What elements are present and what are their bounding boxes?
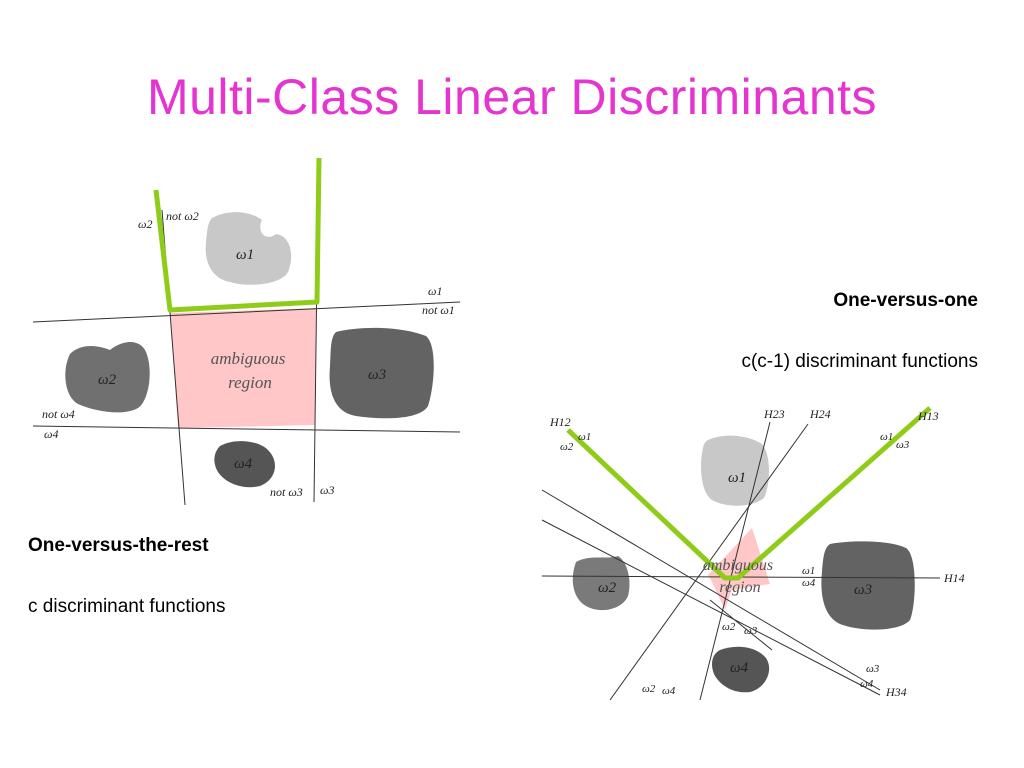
- ovr-ambiguous-line1: ambiguous: [211, 349, 286, 368]
- ovo-highlight-boundary: [566, 406, 932, 581]
- ovo-heading: One-versus-one: [833, 290, 978, 311]
- ovo-class-w1-blob: [701, 435, 769, 506]
- ovr-ambiguous-line2: region: [228, 373, 272, 392]
- ovo-label-h13-a: ω1: [880, 431, 893, 443]
- ovo-label-h24-a: ω2: [642, 683, 656, 695]
- ovo-class-w3-blob: [821, 541, 915, 630]
- ovo-line-H34: [541, 519, 881, 696]
- ovo-label-h13-b: ω3: [896, 439, 910, 451]
- ovo-description: c(c-1) discriminant functions: [741, 351, 978, 372]
- ovr-label-line-w3: ω3: [320, 483, 334, 497]
- ovo-line-H23: [699, 421, 771, 700]
- ovr-line-w1: [32, 301, 461, 323]
- ovo-label-h23-a: ω2: [722, 621, 736, 633]
- ovr-label-not-w1: not ω1: [422, 303, 455, 317]
- ovo-label-h12-a: ω1: [578, 431, 591, 443]
- ovo-label-H23: H23: [763, 407, 785, 421]
- ovo-class-w2-blob: [572, 556, 630, 611]
- ovr-label-not-w2: not ω2: [166, 209, 199, 223]
- slide-title: Multi-Class Linear Discriminants: [146, 69, 878, 125]
- ovo-label-h14-b: ω4: [802, 577, 816, 589]
- ovr-label-not-w3: not ω3: [270, 485, 303, 499]
- ovo-label-H13: H13: [917, 409, 939, 423]
- ovo-label-h34-a: ω3: [866, 663, 880, 675]
- ovo-label-H34: H34: [885, 685, 907, 699]
- ovo-label-w4: ω4: [730, 660, 749, 676]
- ovo-label-w2: ω2: [598, 580, 617, 596]
- ovr-description: c discriminant functions: [28, 596, 226, 617]
- ovr-line-w4: [32, 425, 461, 433]
- ovo-label-H14: H14: [943, 571, 965, 585]
- ovr-label-w3: ω3: [368, 367, 386, 383]
- ovo-label-H24: H24: [809, 407, 831, 421]
- ovr-class-w3-blob: [329, 327, 434, 419]
- ovr-ambiguous-region: [170, 308, 316, 428]
- ovo-label-w3: ω3: [854, 582, 872, 598]
- ovr-label-not-w4: not ω4: [42, 407, 75, 421]
- ovr-label-w4: ω4: [234, 456, 253, 472]
- ovr-class-w1-blob: [205, 212, 292, 285]
- ovr-label-w1: ω1: [236, 247, 254, 263]
- ovr-heading: One-versus-the-rest: [28, 535, 209, 556]
- ovo-label-h23-b: ω3: [744, 625, 758, 637]
- ovo-ambiguous-line2: region: [719, 579, 760, 596]
- ovr-label-line-w1: ω1: [428, 284, 442, 298]
- ovo-label-h14-a: ω1: [802, 565, 815, 577]
- ovo-label-h12-b: ω2: [560, 441, 574, 453]
- ovo-label-H12: H12: [549, 415, 571, 429]
- ovo-label-w1: ω1: [728, 470, 746, 486]
- ovo-line-H12: [541, 489, 881, 691]
- ovo-ambiguous-line1: ambiguous: [703, 557, 773, 574]
- ovr-label-w2: ω2: [98, 372, 117, 388]
- ovr-class-w4-blob: [214, 441, 275, 488]
- ovo-label-h24-b: ω4: [662, 685, 676, 697]
- ovr-highlight-boundary: [153, 157, 322, 313]
- ovo-diagram: ω1 ω2 ω3 ω4 ambiguous region H12 H13 H14…: [541, 406, 965, 700]
- ovr-diagram: ω1 ω2 ω3 ω4 ambiguous region not ω2 ω2 ω…: [32, 157, 461, 506]
- ovr-class-w2-blob: [65, 342, 150, 413]
- ovo-class-w4-blob: [712, 646, 770, 693]
- ovo-line-H13: [709, 599, 773, 651]
- ovr-line-w3: [313, 269, 318, 503]
- ovr-label-line-w2: ω2: [138, 217, 152, 231]
- ovo-label-h34-b: ω4: [860, 678, 874, 690]
- ovr-label-line-w4: ω4: [44, 427, 58, 441]
